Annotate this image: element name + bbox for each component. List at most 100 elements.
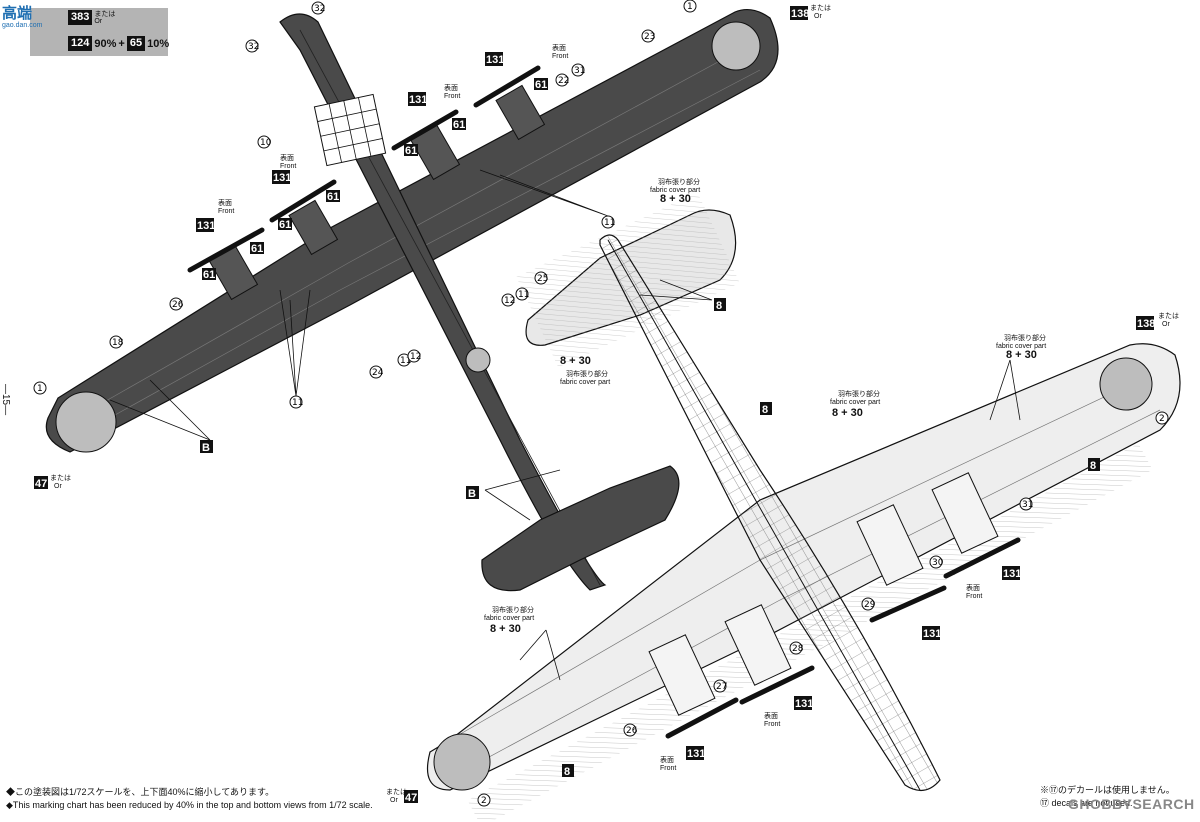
svg-text:羽布張り部分: 羽布張り部分: [658, 177, 700, 186]
decal-note-jp: ※⑰のデカールは使用しません。: [1040, 785, 1175, 795]
svg-text:Front: Front: [966, 593, 982, 600]
top-tailplane: [481, 465, 680, 592]
svg-text:表面: 表面: [660, 755, 674, 764]
svg-text:8: 8: [1090, 460, 1096, 472]
svg-text:Front: Front: [280, 163, 296, 170]
svg-text:羽布張り部分: 羽布張り部分: [492, 605, 534, 614]
svg-text:fabric cover part: fabric cover part: [484, 615, 534, 622]
top-roundel-right: [711, 21, 761, 71]
svg-text:11: 11: [292, 398, 303, 408]
svg-text:31: 31: [574, 66, 585, 76]
fabric-mix-labels: 8 + 30 8 + 30 8 + 30 8 + 30 8 + 30: [490, 193, 1037, 635]
svg-text:羽布張り部分: 羽布張り部分: [566, 369, 608, 378]
svg-text:47: 47: [405, 792, 417, 804]
svg-text:表面: 表面: [444, 83, 458, 92]
svg-text:131: 131: [273, 172, 291, 184]
svg-text:1: 1: [687, 2, 693, 12]
color-65-box: 65: [126, 36, 146, 51]
bottom-fuselage: [599, 234, 941, 791]
svg-text:8 + 30: 8 + 30: [490, 623, 521, 635]
svg-text:12: 12: [410, 352, 421, 362]
svg-text:または: または: [1158, 312, 1179, 320]
svg-text:8 + 30: 8 + 30: [1006, 349, 1037, 361]
svg-text:131: 131: [486, 54, 504, 66]
svg-text:または: または: [386, 788, 407, 796]
svg-text:表面: 表面: [218, 198, 232, 207]
svg-text:131: 131: [687, 748, 705, 760]
svg-text:8 + 30: 8 + 30: [832, 407, 863, 419]
color-124-box: 124: [68, 36, 93, 51]
svg-text:61: 61: [453, 119, 465, 131]
svg-text:11: 11: [604, 218, 615, 228]
svg-text:fabric cover part: fabric cover part: [560, 379, 610, 386]
svg-text:表面: 表面: [966, 583, 980, 592]
svg-text:61: 61: [327, 191, 339, 203]
svg-text:8: 8: [564, 766, 570, 778]
svg-text:10: 10: [260, 138, 272, 148]
svg-text:131: 131: [197, 220, 215, 232]
svg-text:Front: Front: [444, 93, 460, 100]
svg-text:1: 1: [37, 384, 43, 394]
bottom-roundel-left: [433, 733, 491, 791]
svg-text:fabric cover part: fabric cover part: [996, 343, 1046, 350]
mix-b-pct: 10%: [147, 37, 170, 50]
svg-text:Front: Front: [764, 721, 780, 728]
svg-text:羽布張り部分: 羽布張り部分: [838, 389, 880, 398]
svg-text:22: 22: [558, 76, 569, 86]
svg-text:11: 11: [400, 356, 411, 366]
svg-text:131: 131: [1003, 568, 1021, 580]
note-jp: ◆この塗装図は1/72スケールを、上下面40%に縮小してあります。: [6, 787, 275, 797]
svg-text:61: 61: [279, 219, 291, 231]
svg-text:B: B: [468, 488, 476, 500]
top-view: [45, 8, 779, 592]
svg-text:61: 61: [405, 145, 417, 157]
svg-text:25: 25: [537, 274, 548, 284]
decal-note-en: ⑰ decals are not used.: [1040, 798, 1133, 808]
svg-text:Or: Or: [390, 797, 398, 804]
svg-text:26: 26: [172, 300, 184, 310]
svg-text:または: または: [50, 474, 71, 482]
svg-text:23: 23: [644, 32, 655, 42]
svg-text:表面: 表面: [552, 43, 566, 52]
svg-text:2: 2: [1159, 414, 1165, 424]
svg-text:8: 8: [716, 300, 722, 312]
plate-row-mix: 124 90% + 65 10%: [68, 36, 169, 51]
svg-text:Or: Or: [1162, 321, 1170, 328]
note-en: ◆This marking chart has been reduced by …: [6, 800, 373, 810]
top-fuselage-roundel: [465, 347, 491, 373]
bottom-view: [426, 192, 1181, 822]
decal-notes: ※⑰のデカールは使用しません。 ⑰ decals are not used.: [1040, 784, 1175, 810]
svg-text:29: 29: [864, 600, 876, 610]
svg-text:8 + 30: 8 + 30: [560, 355, 591, 367]
svg-text:31: 31: [1022, 500, 1033, 510]
svg-text:32: 32: [314, 4, 325, 14]
svg-text:30: 30: [932, 558, 944, 568]
color-boxes: 131 131 131 131 61 61 61 61 61 61 61 B B…: [34, 6, 1155, 804]
svg-text:61: 61: [535, 79, 547, 91]
svg-text:fabric cover part: fabric cover part: [830, 399, 880, 406]
svg-text:8: 8: [762, 404, 768, 416]
svg-text:Or: Or: [814, 13, 822, 20]
leader-lines: [109, 169, 1021, 681]
svg-text:2: 2: [481, 796, 487, 806]
svg-text:131: 131: [795, 698, 813, 710]
top-roundel-left: [55, 391, 117, 453]
svg-text:Or: Or: [54, 483, 62, 490]
svg-text:羽布張り部分: 羽布張り部分: [1004, 333, 1046, 342]
svg-text:47: 47: [35, 478, 47, 490]
mix-a-pct: 90%: [94, 37, 117, 50]
svg-text:Front: Front: [552, 53, 568, 60]
svg-text:fabric cover part: fabric cover part: [650, 187, 700, 194]
color-383-box: 383: [68, 10, 93, 25]
svg-text:8 + 30: 8 + 30: [660, 193, 691, 205]
svg-text:Front: Front: [660, 765, 676, 772]
svg-text:12: 12: [504, 296, 515, 306]
svg-text:131: 131: [923, 628, 941, 640]
watermark: GHOBBYSEARCH: [1068, 796, 1195, 812]
svg-text:138: 138: [791, 8, 809, 20]
